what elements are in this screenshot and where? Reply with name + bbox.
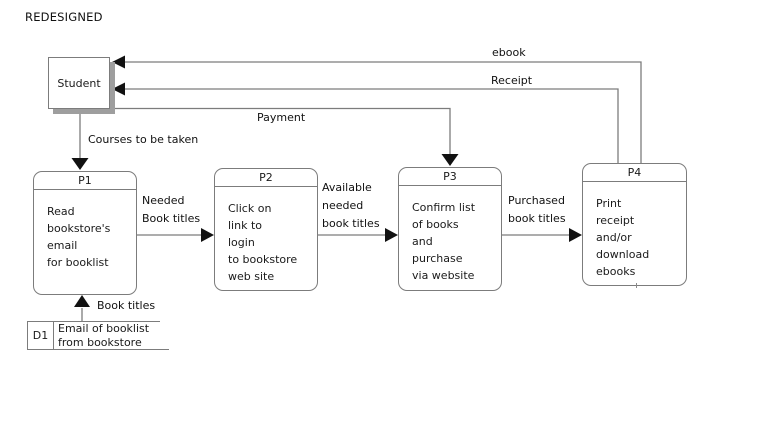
flow-receipt-connector [112, 82, 619, 164]
datastore-bottom-line [28, 349, 169, 350]
arrowhead-needed [201, 228, 214, 242]
process-p4-body: Print receipt and/or download ebooks [596, 197, 650, 278]
flow-courses-connector [71, 109, 89, 170]
flow-label-available: Available needed book titles [322, 181, 380, 230]
process-p2-id: P2 [215, 169, 317, 187]
process-p1-id: P1 [34, 172, 136, 190]
process-p4: P4 Print receipt and/or download ebooks [582, 163, 687, 286]
flow-label-book-titles: Book titles [97, 299, 156, 312]
process-p4-id: P4 [583, 164, 686, 182]
arrowhead-courses [71, 158, 89, 170]
arrowhead-available [385, 228, 398, 242]
process-p1: P1 Read bookstore's email for booklist [33, 171, 137, 295]
flow-label-payment: Payment [257, 111, 306, 124]
process-p2-body: Click on link to login to bookstore web … [228, 202, 298, 283]
p4-connection-tick [636, 283, 637, 288]
process-p1-body: Read bookstore's email for booklist [47, 205, 111, 269]
process-p3: P3 Confirm list of books and purchase vi… [398, 167, 502, 291]
datastore-d1-id: D1 [28, 321, 54, 350]
flow-label-courses: Courses to be taken [88, 133, 199, 146]
arrowhead-book-titles [74, 295, 90, 307]
flow-label-needed: Needed Book titles [142, 194, 201, 225]
flow-book-titles-connector [74, 295, 90, 321]
arrowhead-purchased [569, 228, 582, 242]
arrowhead-receipt [112, 82, 125, 96]
process-p3-id: P3 [399, 168, 501, 186]
arrowhead-payment [441, 154, 459, 166]
arrowhead-ebook [112, 55, 125, 69]
entity-student-label: Student [57, 76, 101, 90]
process-p3-body: Confirm list of books and purchase via w… [412, 201, 476, 282]
entity-student: Student [48, 57, 110, 109]
flow-label-purchased: Purchased book titles [508, 194, 566, 225]
flow-label-ebook: ebook [492, 46, 526, 59]
flow-needed-connector [137, 228, 214, 242]
process-p2: P2 Click on link to login to bookstore w… [214, 168, 318, 291]
diagram-title: REDESIGNED [25, 10, 103, 24]
datastore-d1: D1 Email of booklist from bookstore [27, 321, 169, 350]
datastore-d1-label: Email of booklist from bookstore [58, 322, 150, 349]
flow-label-receipt: Receipt [491, 74, 533, 87]
flow-purchased-connector [502, 228, 582, 242]
datastore-top-line [28, 321, 160, 322]
